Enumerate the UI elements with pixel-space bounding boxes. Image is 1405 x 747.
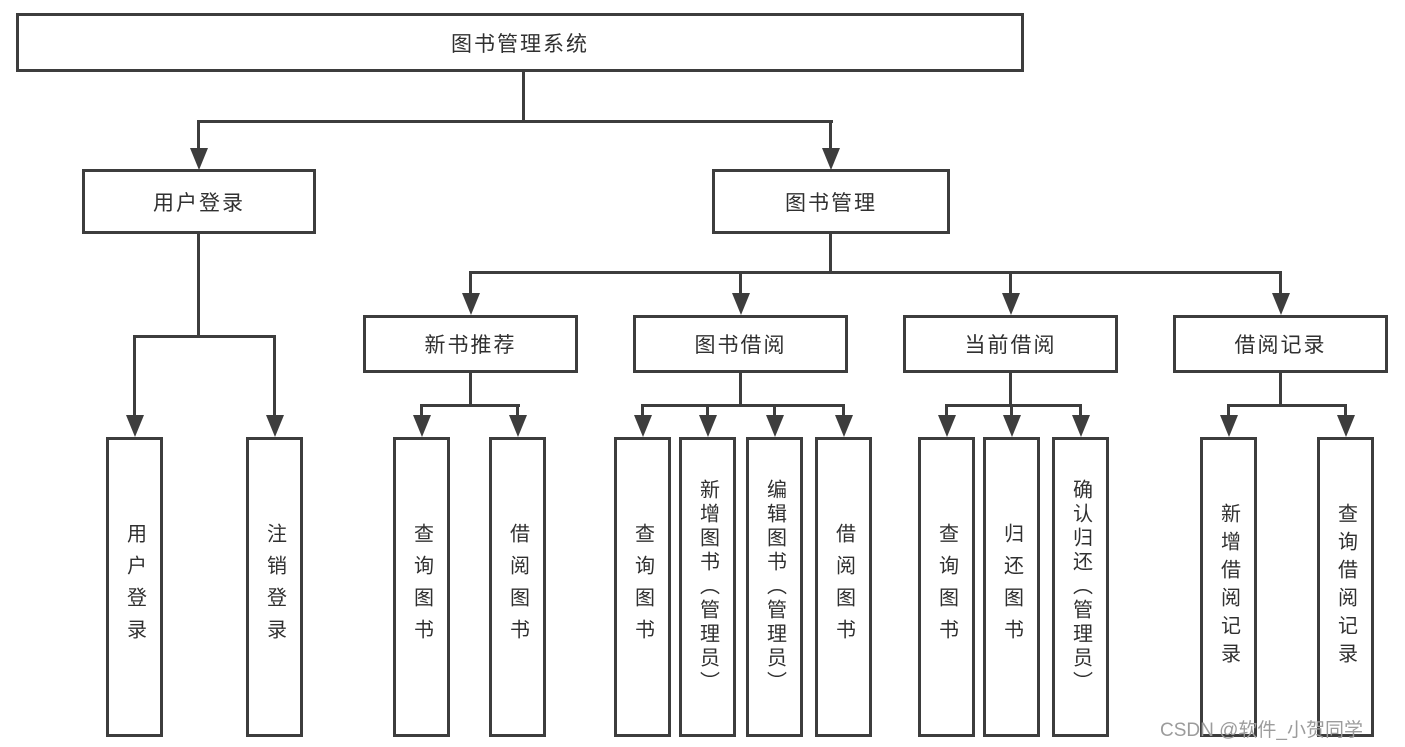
leaf-current-return-books: 归还图书	[983, 437, 1040, 737]
connector-line	[197, 120, 833, 123]
arrowhead-down-icon	[732, 293, 750, 315]
connector-line	[420, 404, 520, 407]
connector-line	[133, 335, 136, 417]
node-user-login-branch: 用户登录	[82, 169, 316, 234]
connector-line	[1227, 404, 1230, 417]
connector-line	[945, 404, 1082, 407]
arrowhead-down-icon	[190, 148, 208, 170]
connector-line	[133, 335, 276, 338]
connector-line	[641, 404, 845, 407]
connector-line	[945, 404, 948, 417]
arrowhead-down-icon	[266, 415, 284, 437]
connector-line	[829, 120, 832, 150]
connector-line	[1344, 404, 1347, 417]
node-label: 图书管理	[785, 191, 877, 215]
arrowhead-down-icon	[462, 293, 480, 315]
node-library-management-system: 图书管理系统	[16, 13, 1024, 72]
arrowhead-down-icon	[1002, 293, 1020, 315]
leaf-borrowsec-add-books-admin: 新增图书（管理员）	[679, 437, 736, 737]
connector-line	[1009, 373, 1012, 407]
arrowhead-down-icon	[938, 415, 956, 437]
arrowhead-down-icon	[1272, 293, 1290, 315]
arrowhead-down-icon	[126, 415, 144, 437]
connector-line	[1227, 404, 1347, 407]
node-label: 编辑图书（管理员）	[763, 479, 786, 695]
node-current-borrowing: 当前借阅	[903, 315, 1118, 373]
node-label: 新增借阅记录	[1217, 503, 1240, 671]
connector-line	[1079, 404, 1082, 417]
connector-line	[842, 404, 845, 417]
arrowhead-down-icon	[634, 415, 652, 437]
arrowhead-down-icon	[699, 415, 717, 437]
connector-line	[1009, 271, 1012, 297]
node-borrowing-records: 借阅记录	[1173, 315, 1388, 373]
connector-line	[829, 234, 832, 274]
connector-line	[522, 70, 525, 123]
leaf-user-login: 用户登录	[106, 437, 163, 737]
connector-line	[1279, 373, 1282, 407]
node-book-borrowing: 图书借阅	[633, 315, 848, 373]
connector-line	[469, 271, 1282, 274]
leaf-borrowsec-edit-books-admin: 编辑图书（管理员）	[746, 437, 803, 737]
connector-line	[773, 404, 776, 417]
arrowhead-down-icon	[822, 148, 840, 170]
leaf-logout-login: 注销登录	[246, 437, 303, 737]
connector-line	[197, 234, 200, 338]
connector-line	[469, 373, 472, 407]
connector-line	[516, 404, 519, 417]
node-book-management-branch: 图书管理	[712, 169, 950, 234]
node-label: 查询图书	[631, 523, 654, 651]
arrowhead-down-icon	[509, 415, 527, 437]
connector-line	[197, 120, 200, 150]
connector-line	[1010, 404, 1013, 417]
leaf-newbooks-borrow-books: 借阅图书	[489, 437, 546, 737]
connector-line	[706, 404, 709, 417]
connector-line	[273, 335, 276, 417]
node-label: 新增图书（管理员）	[696, 479, 719, 695]
node-label: 查询借阅记录	[1334, 503, 1357, 671]
connector-line	[420, 404, 423, 417]
node-label: 图书借阅	[694, 334, 787, 357]
node-label: 新书推荐	[424, 334, 517, 357]
node-label: 用户登录	[153, 191, 245, 215]
connector-line	[469, 271, 472, 297]
connector-line	[641, 404, 644, 417]
arrowhead-down-icon	[1337, 415, 1355, 437]
connector-line	[739, 271, 742, 297]
connector-line	[1279, 271, 1282, 297]
arrowhead-down-icon	[1003, 415, 1021, 437]
arrowhead-down-icon	[1072, 415, 1090, 437]
node-label: 用户登录	[123, 523, 146, 651]
node-label: 查询图书	[935, 523, 958, 651]
node-label: 图书管理系统	[451, 32, 589, 56]
leaf-current-query-books: 查询图书	[918, 437, 975, 737]
node-label: 注销登录	[263, 523, 286, 651]
node-label: 确认归还（管理员）	[1069, 479, 1092, 695]
leaf-newbooks-query-books: 查询图书	[393, 437, 450, 737]
connector-line	[739, 373, 742, 407]
leaf-records-query-borrow-record: 查询借阅记录	[1317, 437, 1374, 737]
arrowhead-down-icon	[1220, 415, 1238, 437]
node-label: 借阅图书	[832, 523, 855, 651]
node-label: 借阅图书	[506, 523, 529, 651]
node-label: 归还图书	[1000, 523, 1023, 651]
leaf-current-confirm-return-admin: 确认归还（管理员）	[1052, 437, 1109, 737]
watermark-csdn: CSDN @软件_小贺同学	[1160, 720, 1363, 741]
node-label: 查询图书	[410, 523, 433, 651]
leaf-records-add-borrow-record: 新增借阅记录	[1200, 437, 1257, 737]
arrowhead-down-icon	[766, 415, 784, 437]
node-label: 当前借阅	[964, 334, 1057, 357]
arrowhead-down-icon	[835, 415, 853, 437]
leaf-borrowsec-borrow-books: 借阅图书	[815, 437, 872, 737]
arrowhead-down-icon	[413, 415, 431, 437]
node-label: 借阅记录	[1234, 334, 1327, 357]
leaf-borrowsec-query-books: 查询图书	[614, 437, 671, 737]
node-new-book-recommendation: 新书推荐	[363, 315, 578, 373]
